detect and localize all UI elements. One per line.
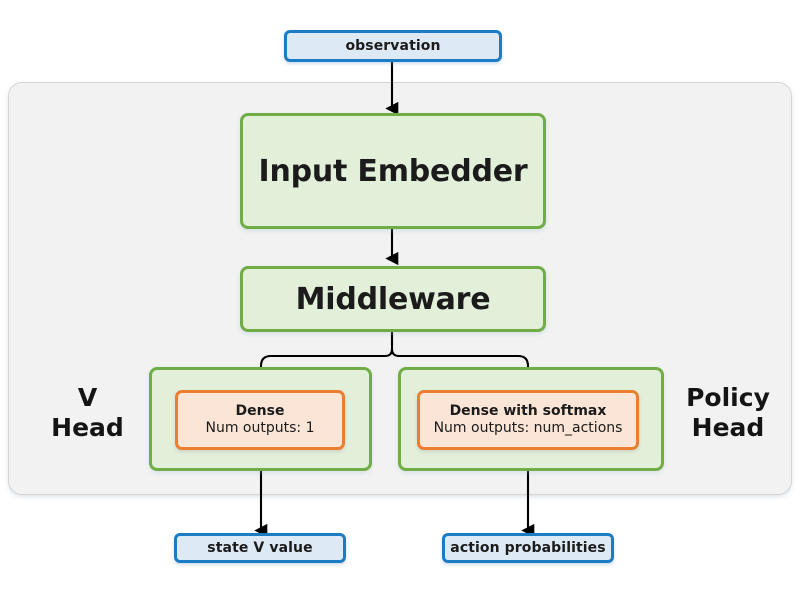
middleware-label: Middleware: [295, 281, 491, 317]
policy-head-dense-node[interactable]: Dense with softmax Num outputs: num_acti…: [417, 390, 639, 450]
action-probabilities-node[interactable]: action probabilities: [442, 533, 614, 563]
v-head-dense-title: Dense: [235, 402, 285, 419]
state-v-value-label: state V value: [207, 540, 313, 556]
v-head-dense-node[interactable]: Dense Num outputs: 1: [175, 390, 345, 450]
input-embedder-node[interactable]: Input Embedder: [240, 113, 546, 229]
v-head-label: V Head: [51, 383, 124, 442]
policy-head-dense-title: Dense with softmax: [449, 402, 607, 419]
policy-head-dense-subtitle: Num outputs: num_actions: [433, 420, 623, 436]
v-head-dense-subtitle: Num outputs: 1: [205, 420, 315, 436]
state-v-value-node[interactable]: state V value: [174, 533, 346, 563]
policy-head-label: Policy Head: [686, 383, 770, 442]
middleware-node[interactable]: Middleware: [240, 266, 546, 332]
input-embedder-label: Input Embedder: [258, 153, 528, 189]
observation-label: observation: [345, 38, 441, 54]
observation-node[interactable]: observation: [284, 30, 502, 62]
action-probabilities-label: action probabilities: [450, 540, 606, 556]
